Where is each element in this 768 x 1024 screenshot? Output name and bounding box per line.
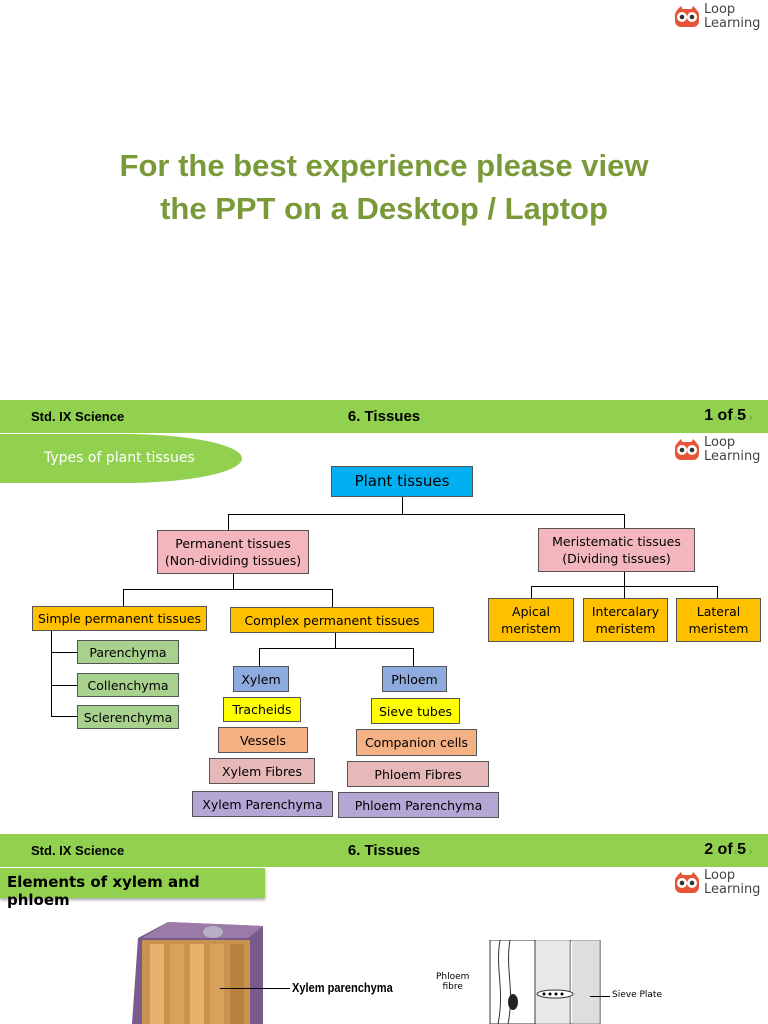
connector: [259, 648, 414, 649]
connector: [123, 589, 124, 606]
page-counter: 2 of 5: [704, 841, 746, 858]
nav-arrows-icon[interactable]: ‹‹ ›: [733, 845, 754, 858]
owl-icon: [675, 872, 699, 893]
section-title-pill: Types of plant tissues: [0, 434, 242, 483]
node-sieve-tubes: Sieve tubes: [371, 698, 460, 724]
node-meristematic-tissues: Meristematic tissues(Dividing tissues): [538, 528, 695, 572]
xylem-illustration: [132, 922, 263, 1024]
connector: [259, 648, 260, 666]
connector: [531, 586, 532, 598]
sieve-plate-label: Sieve Plate: [612, 990, 662, 1000]
connector: [624, 572, 625, 598]
subject-label: Std. IX Science: [31, 409, 125, 424]
connector: [624, 514, 625, 528]
connector: [413, 648, 414, 666]
node-phloem: Phloem: [382, 666, 447, 692]
connector: [51, 716, 77, 717]
node-xylem: Xylem: [233, 666, 289, 692]
connector: [531, 586, 718, 587]
node-vessels: Vessels: [218, 727, 308, 753]
nav-arrows-icon[interactable]: ‹‹ ›: [733, 411, 754, 424]
banner-line-1: For the best experience please view: [119, 148, 649, 183]
node-phloem-fibres: Phloem Fibres: [347, 761, 489, 787]
connector: [717, 586, 718, 598]
slide-2-header: Std. IX Science 6. Tissues ‹‹ › 2 of 5: [0, 834, 768, 867]
connector: [228, 514, 229, 531]
connector: [51, 685, 77, 686]
view-advice-banner: For the best experience please view the …: [0, 144, 768, 230]
node-complex-permanent: Complex permanent tissues: [230, 607, 434, 633]
node-xylem-parenchyma: Xylem Parenchyma: [192, 791, 333, 817]
subject-label: Std. IX Science: [31, 843, 125, 858]
owl-icon: [675, 6, 699, 27]
node-tracheids: Tracheids: [223, 697, 301, 722]
node-companion-cells: Companion cells: [356, 729, 477, 756]
section-title: Elements of xylem and phloem: [7, 873, 200, 909]
label-pointer: [220, 988, 290, 989]
node-xylem-fibres: Xylem Fibres: [209, 758, 315, 784]
node-permanent-tissues: Permanent tissues(Non-dividing tissues): [157, 530, 309, 574]
node-parenchyma: Parenchyma: [77, 640, 179, 664]
section-title-box: Elements of xylem and phloem: [0, 868, 265, 909]
owl-icon: [675, 439, 699, 460]
connector: [51, 631, 52, 717]
connector: [233, 574, 234, 589]
node-sclerenchyma: Sclerenchyma: [77, 705, 179, 729]
connector: [51, 652, 77, 653]
section-title: Types of plant tissues: [44, 450, 195, 466]
label-pointer: [590, 996, 610, 997]
slide-1-header: Std. IX Science 6. Tissues ‹‹ › 1 of 5: [0, 400, 768, 433]
page-counter: 1 of 5: [704, 407, 746, 424]
node-phloem-parenchyma: Phloem Parenchyma: [338, 792, 499, 818]
connector: [335, 633, 336, 649]
node-simple-permanent: Simple permanent tissues: [32, 606, 207, 631]
connector: [228, 514, 625, 515]
chapter-title: 6. Tissues: [347, 842, 421, 859]
xylem-parenchyma-label: Xylem parenchyma: [292, 980, 393, 995]
phloem-illustration: [489, 940, 601, 1024]
connector: [332, 589, 333, 607]
banner-line-2: the PPT on a Desktop / Laptop: [160, 191, 608, 226]
node-collenchyma: Collenchyma: [77, 673, 179, 697]
chapter-title: 6. Tissues: [347, 408, 421, 425]
connector: [402, 497, 403, 514]
connector: [123, 589, 333, 590]
node-plant-tissues: Plant tissues: [331, 466, 473, 497]
